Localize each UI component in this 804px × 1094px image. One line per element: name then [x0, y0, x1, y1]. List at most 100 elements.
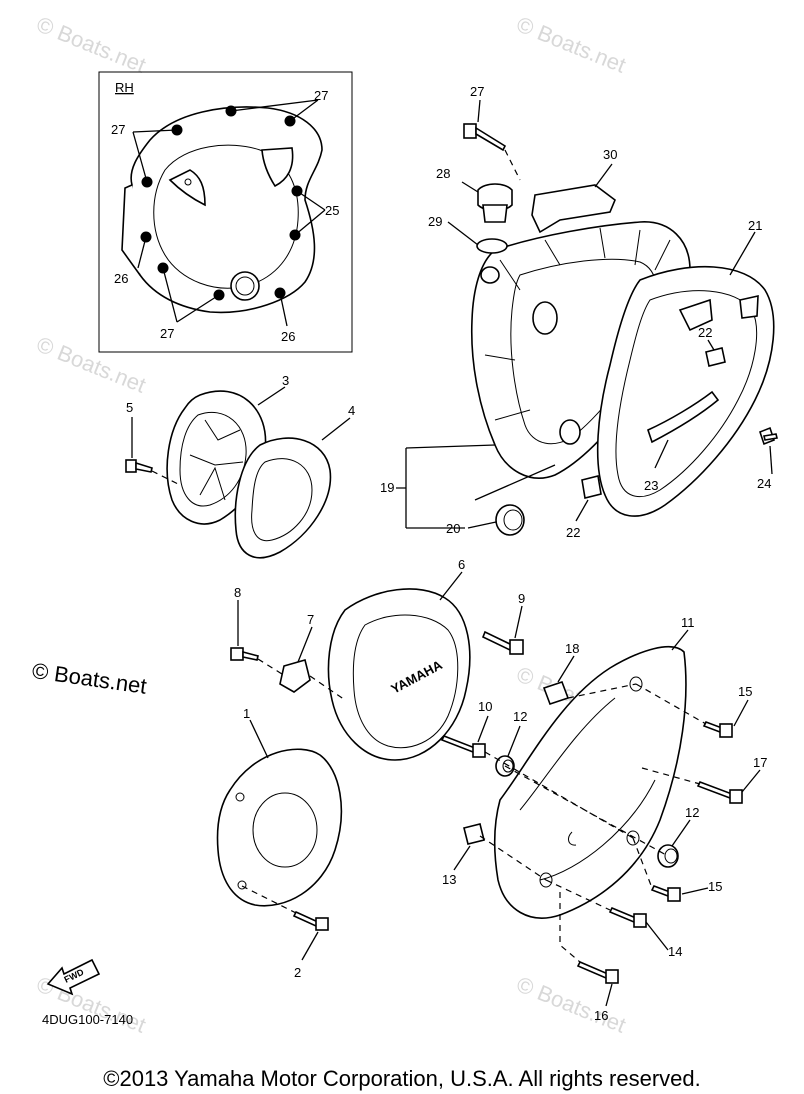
o-ring-29: [476, 238, 508, 254]
bolt-head: [315, 917, 329, 931]
cover-hole: [626, 830, 640, 846]
watermark: © Boats.net: [33, 11, 149, 77]
generator-cover-6: YAMAHA: [327, 588, 471, 761]
callout-12: 12: [513, 709, 527, 724]
callout-10: 10: [478, 699, 492, 714]
bolt-head: [125, 459, 137, 473]
bolt-9: [481, 630, 524, 655]
callout-23: 23: [644, 478, 658, 493]
rh-cover-lip: [121, 184, 141, 276]
bolt-17: [696, 780, 743, 804]
callout-15: 15: [738, 684, 752, 699]
plate-inner: [179, 411, 247, 507]
bolt-head: [230, 647, 244, 661]
leader-line: [439, 571, 463, 601]
callout-17: 17: [753, 755, 767, 770]
bolt-shank: [481, 630, 514, 652]
collar-hole: [502, 759, 514, 773]
oil-filler-boss: [480, 266, 500, 284]
inset-label: RH: [115, 80, 134, 95]
dowel-22-bottom: [581, 475, 602, 499]
callout-15: 15: [708, 879, 722, 894]
dowel-22-top: [705, 347, 726, 367]
callout-14: 14: [668, 944, 682, 959]
gasket-outline: [234, 437, 332, 559]
callout-4: 4: [348, 403, 355, 418]
bolt-shank: [608, 906, 638, 924]
leader-line: [279, 292, 288, 327]
callout-27: 27: [111, 122, 125, 137]
cover-boss: [532, 301, 558, 335]
gasket-slot: [678, 298, 713, 332]
assembly-line: [257, 658, 346, 701]
bolt-shank: [242, 650, 259, 661]
leader-line: [645, 921, 669, 951]
callout-30: 30: [603, 147, 617, 162]
leader-line: [514, 605, 523, 639]
dowel-pin: [581, 475, 602, 499]
rh-cover-inner: [153, 144, 299, 289]
leader-line: [477, 99, 481, 123]
callout-12: 12: [685, 805, 699, 820]
cover-ring: [252, 792, 318, 868]
dowel-13: [463, 823, 485, 845]
rh-inset: RH 27 27 25 26 27 26: [98, 71, 353, 353]
bolt-shank: [440, 734, 477, 754]
leader-line: [654, 439, 669, 469]
rh-cover-outline: [127, 106, 323, 314]
bolt-shank: [135, 461, 153, 473]
callout-13: 13: [442, 872, 456, 887]
callout-21: 21: [748, 218, 762, 233]
cover-outline: [327, 588, 471, 761]
clamp-7: [279, 659, 311, 693]
callout-27: 27: [470, 84, 484, 99]
bolt-5: [125, 459, 153, 473]
callout-11: 11: [681, 615, 695, 630]
leader-line: [741, 769, 761, 793]
bolt-27-top: [463, 123, 507, 152]
leader-line: [671, 819, 691, 847]
watermark: © Boats.net: [513, 11, 629, 77]
cover-contour: [519, 697, 656, 881]
bolt-head: [667, 887, 681, 902]
callout-2: 2: [294, 965, 301, 980]
bolt-head: [729, 789, 743, 804]
cover-hole: [235, 792, 245, 802]
callout-26: 26: [114, 271, 128, 286]
bolt-head: [719, 723, 733, 738]
callout-22: 22: [698, 325, 712, 340]
leader-line: [249, 719, 269, 759]
callout-26: 26: [281, 329, 295, 344]
collar-hole: [664, 848, 678, 864]
bolt-shank: [696, 780, 734, 800]
dowel-pin: [705, 347, 726, 367]
plate-ribs: [189, 419, 244, 501]
bolt-shank: [292, 910, 320, 928]
rh-screw-hole: [184, 178, 192, 186]
leader-line: [769, 445, 773, 475]
leader-line: [453, 845, 471, 871]
leader-line: [257, 386, 286, 406]
copyright-notice: ©2013 Yamaha Motor Corporation, U.S.A. A…: [103, 1066, 701, 1091]
callout-16: 16: [594, 1008, 608, 1023]
gasket-4: [234, 437, 332, 559]
leader-line: [461, 181, 479, 193]
cover-hole: [539, 872, 553, 888]
leader-line: [605, 983, 613, 1007]
gasket-outline: [596, 265, 775, 517]
plug-20: [495, 504, 525, 536]
leader-line: [681, 887, 709, 895]
callout-25: 25: [325, 203, 339, 218]
cover-hole: [237, 880, 247, 890]
cap-thread: [482, 204, 508, 223]
collar-12-lower: [657, 844, 679, 868]
rh-oil-window: [230, 271, 260, 301]
gasket-21: [596, 265, 775, 517]
gasket-inner: [251, 458, 313, 542]
seal-23: [647, 390, 720, 444]
collar-ring: [657, 844, 679, 868]
leader-line: [729, 231, 756, 276]
assembly-line: [151, 470, 181, 486]
bracket-body: [531, 184, 616, 234]
gasket-slot: [739, 294, 759, 319]
